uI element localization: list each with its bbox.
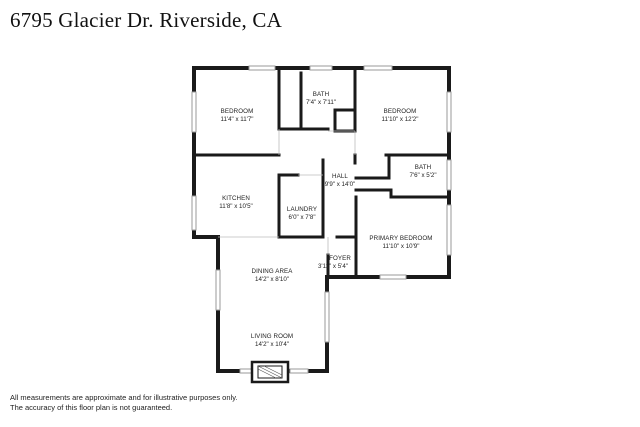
svg-text:HALL: HALL xyxy=(332,173,348,180)
disclaimer-line-1: All measurements are approximate and for… xyxy=(10,393,238,402)
room-label-primary-bedroom: PRIMARY BEDROOM 11'10" x 10'9" xyxy=(369,235,432,250)
svg-text:9'9" x 14'0": 9'9" x 14'0" xyxy=(325,181,356,188)
svg-text:3'11" x 5'4": 3'11" x 5'4" xyxy=(318,263,348,270)
svg-text:11'10" x 12'2": 11'10" x 12'2" xyxy=(382,116,419,123)
room-label-bedroom-ne: BEDROOM 11'10" x 12'2" xyxy=(382,108,419,123)
room-label-dining: DINING AREA 14'2" x 8'10" xyxy=(252,268,294,283)
svg-text:BEDROOM: BEDROOM xyxy=(221,108,254,115)
disclaimer-line-2: The accuracy of this floor plan is not g… xyxy=(10,403,173,412)
room-label-bedroom-nw: BEDROOM 11'4" x 11'7" xyxy=(220,108,253,123)
svg-text:PRIMARY BEDROOM: PRIMARY BEDROOM xyxy=(369,235,432,242)
room-label-kitchen: KITCHEN 11'8" x 10'5" xyxy=(219,195,252,210)
disclaimer: All measurements are approximate and for… xyxy=(10,393,237,413)
door-openings xyxy=(218,129,356,255)
property-address-title: 6795 Glacier Dr. Riverside, CA xyxy=(10,8,282,32)
windows xyxy=(191,65,452,374)
svg-text:FOYER: FOYER xyxy=(329,255,351,262)
svg-text:7'6" x 5'2": 7'6" x 5'2" xyxy=(409,172,436,179)
room-label-bath-top: BATH 7'4" x 7'11" xyxy=(306,91,336,106)
svg-text:6'0" x 7'8": 6'0" x 7'8" xyxy=(288,214,315,221)
svg-text:LIVING ROOM: LIVING ROOM xyxy=(251,333,293,340)
svg-text:DINING AREA: DINING AREA xyxy=(252,268,294,275)
svg-text:7'4" x 7'11": 7'4" x 7'11" xyxy=(306,99,336,106)
svg-text:14'2" x 8'10": 14'2" x 8'10" xyxy=(255,276,289,283)
svg-text:KITCHEN: KITCHEN xyxy=(222,195,250,202)
svg-text:11'10" x 10'9": 11'10" x 10'9" xyxy=(383,243,420,250)
room-label-laundry: LAUNDRY 6'0" x 7'8" xyxy=(287,206,317,221)
room-label-foyer: FOYER 3'11" x 5'4" xyxy=(318,255,351,270)
room-label-living: LIVING ROOM 14'2" x 10'4" xyxy=(251,333,293,348)
svg-text:BATH: BATH xyxy=(415,164,431,171)
svg-text:BATH: BATH xyxy=(313,91,329,98)
fireplace-icon xyxy=(250,360,290,384)
svg-text:BEDROOM: BEDROOM xyxy=(384,108,417,115)
svg-text:LAUNDRY: LAUNDRY xyxy=(287,206,317,213)
room-label-bath-east: BATH 7'6" x 5'2" xyxy=(409,164,436,179)
room-label-hall: HALL 9'9" x 14'0" xyxy=(325,173,356,188)
svg-text:14'2" x 10'4": 14'2" x 10'4" xyxy=(255,341,289,348)
svg-text:11'4" x 11'7": 11'4" x 11'7" xyxy=(220,116,253,123)
svg-text:11'8" x 10'5": 11'8" x 10'5" xyxy=(219,203,252,210)
interior-walls xyxy=(192,66,451,279)
